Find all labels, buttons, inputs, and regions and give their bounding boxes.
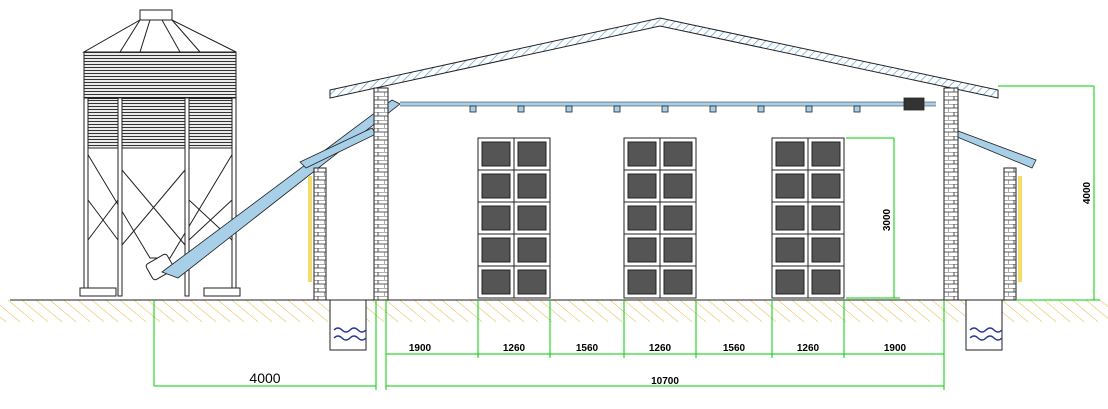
dim-1900-right: 1900 — [884, 343, 907, 354]
feed-drops — [469, 97, 925, 113]
cage-stack-3 — [771, 137, 845, 299]
water-trench-left — [329, 299, 367, 351]
spacing-labels: 1900 1260 1560 1260 1560 1260 1900 — [409, 343, 907, 354]
brick-walls — [308, 87, 1022, 301]
dim-1260-b: 1260 — [649, 343, 672, 354]
dim-1260-c: 1260 — [797, 343, 820, 354]
ground — [0, 299, 1108, 322]
feed-silo — [79, 9, 241, 297]
dim-total-width: 10700 — [651, 376, 679, 387]
dim-1560-a: 1560 — [576, 343, 599, 354]
dimension-lines — [153, 85, 1100, 390]
dim-roof-height: 4000 — [1082, 181, 1093, 204]
dim-1900-left: 1900 — [409, 343, 432, 354]
cage-stack-1 — [477, 137, 551, 299]
roof — [329, 17, 999, 99]
dim-silo-offset: 4000 — [249, 370, 280, 386]
dim-1560-b: 1560 — [723, 343, 746, 354]
right-eave — [299, 127, 1037, 169]
cage-stack-2 — [623, 137, 697, 299]
dim-1260-a: 1260 — [503, 343, 526, 354]
water-trench-right — [965, 299, 1003, 351]
dim-cage-height: 3000 — [882, 208, 893, 231]
